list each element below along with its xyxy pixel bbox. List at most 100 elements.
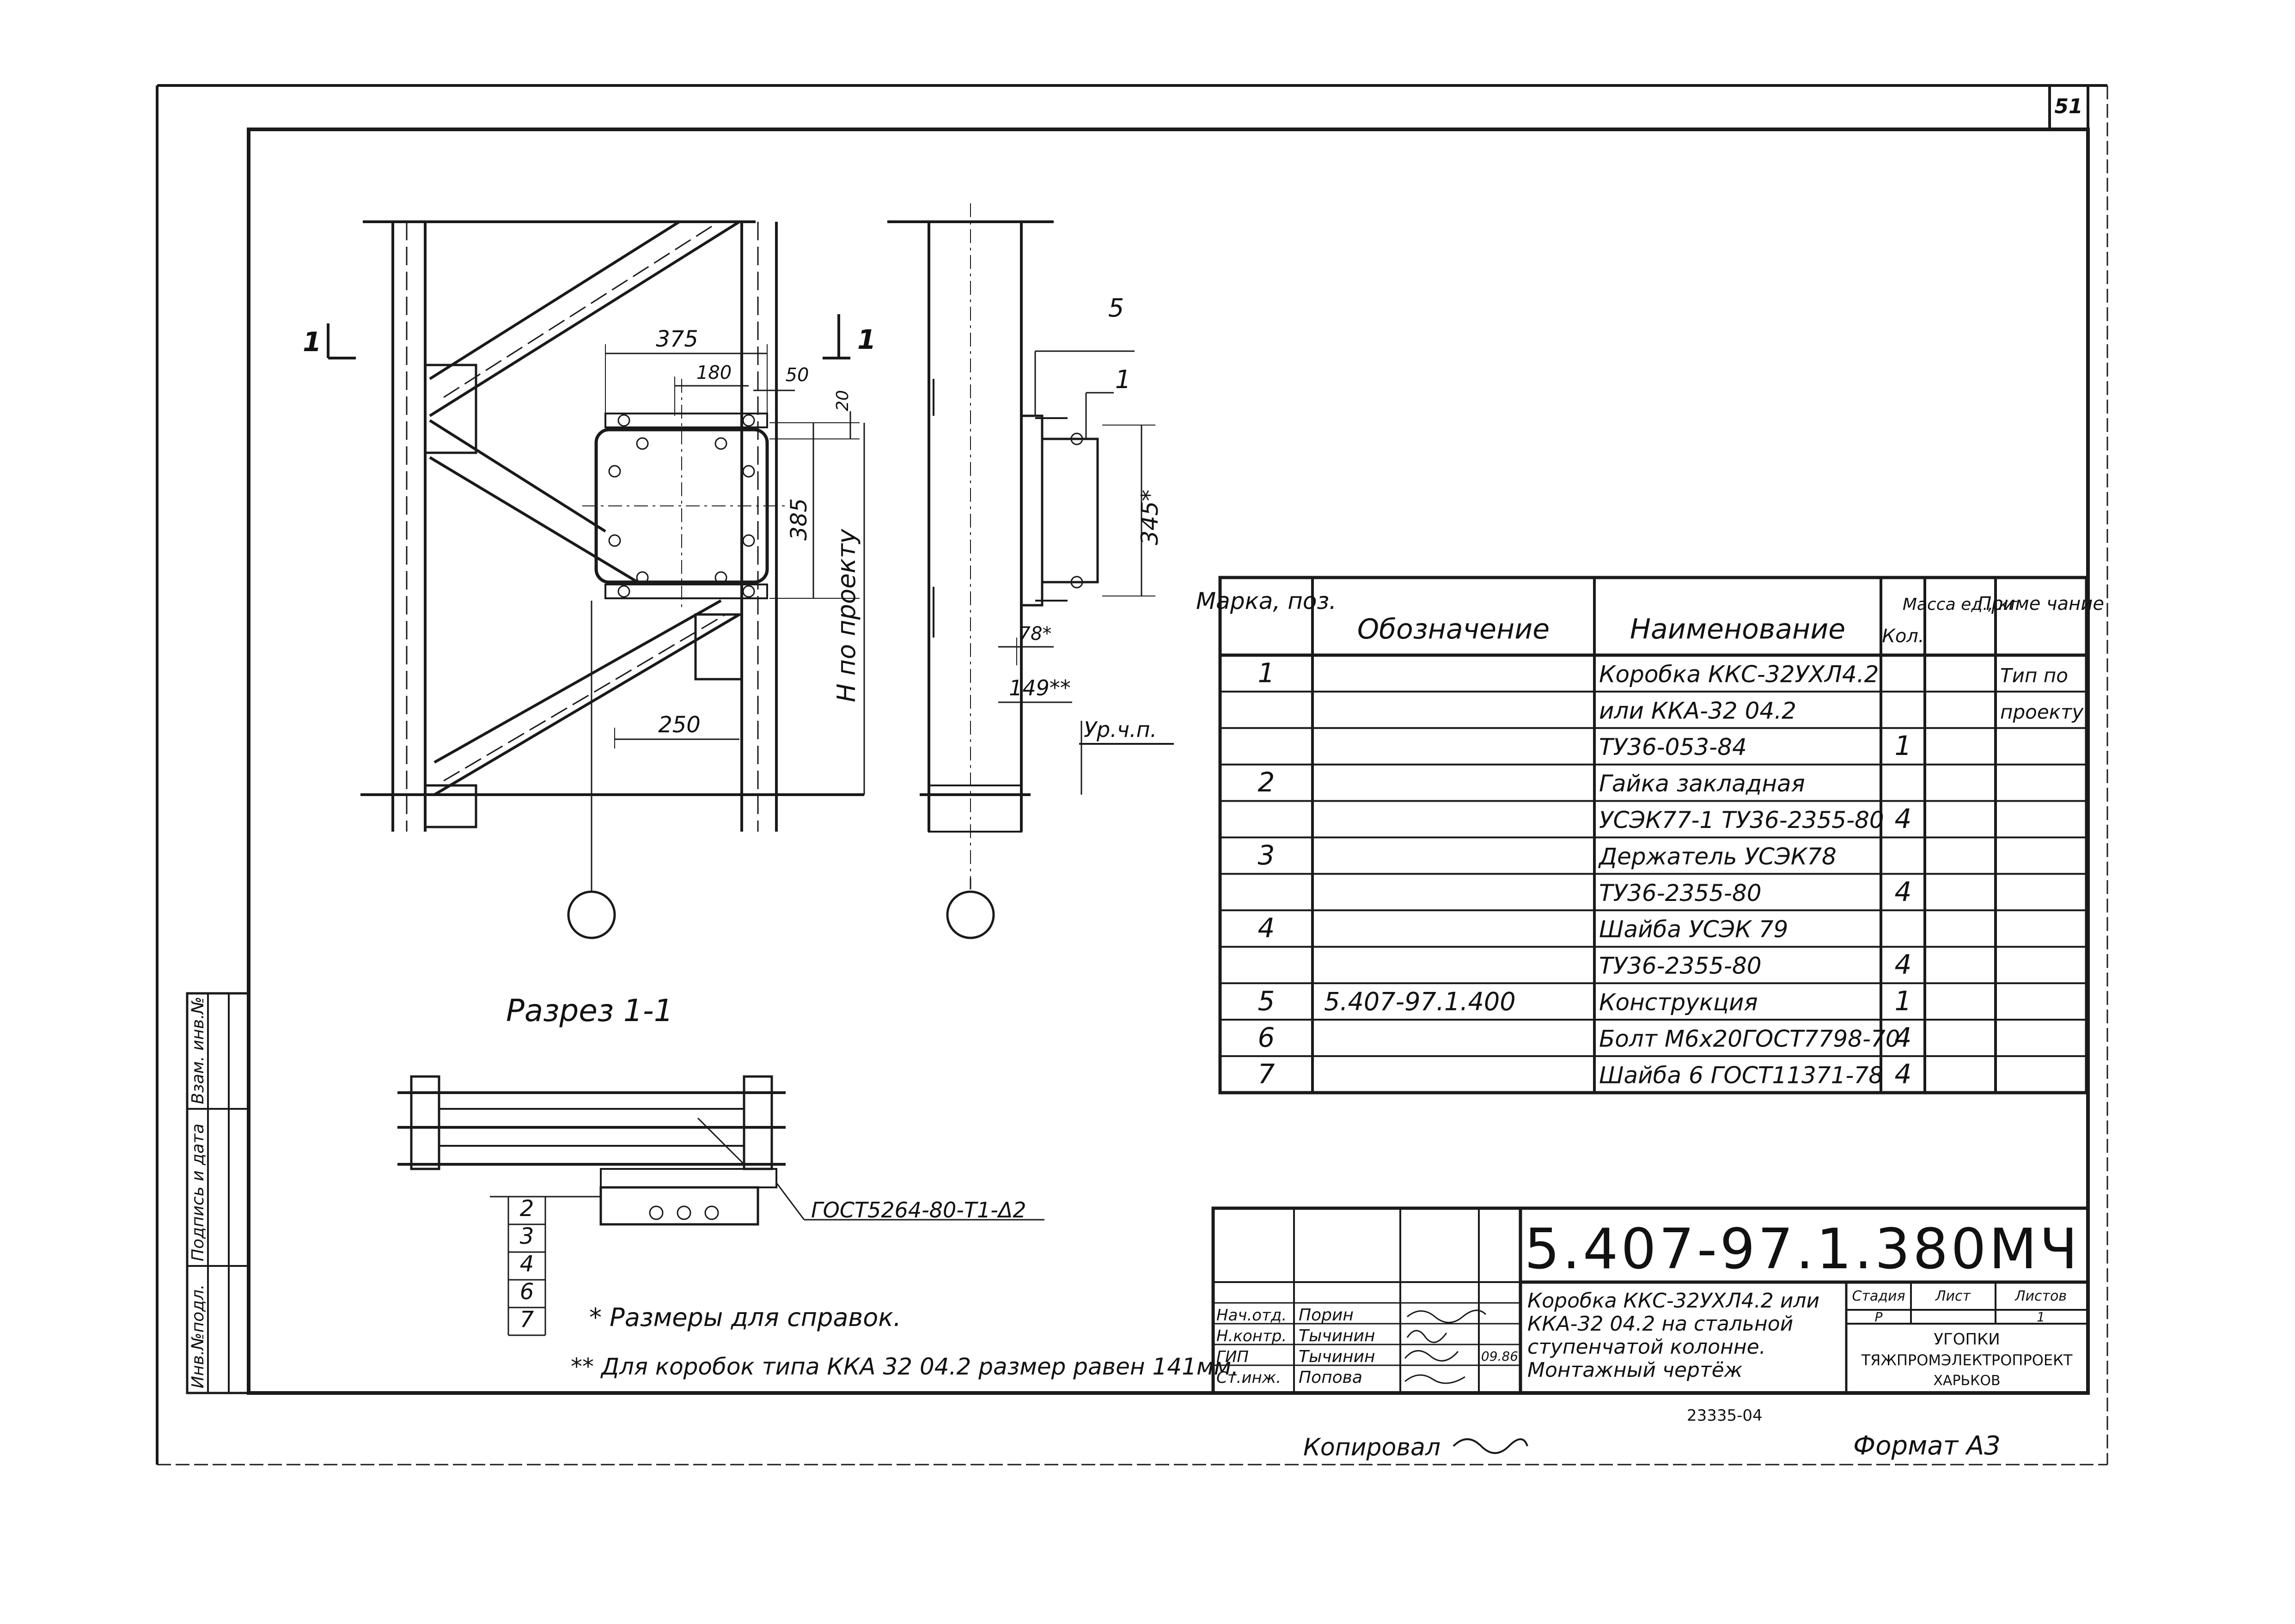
drawing-code: 5.407-97.1.380МЧ	[1524, 1217, 2080, 1282]
table-cell-name: ТУ36-2355-80	[1599, 953, 1762, 979]
stack-item: 2	[520, 1196, 534, 1222]
table-cell-note: Тип по	[2000, 664, 2068, 687]
dim-375: 375	[656, 326, 698, 352]
header-mass: Масса ед., кг	[1903, 595, 2018, 614]
note-kka-size: ** Для коробок типа ККА 32 04.2 размер р…	[571, 1353, 1239, 1380]
header-note: Приме чание	[1978, 593, 2104, 614]
header-name: Наименование	[1630, 613, 1845, 645]
role-name: Попова	[1299, 1368, 1362, 1387]
section-view	[397, 1075, 1044, 1336]
table-cell-name: Гайка закладная	[1599, 770, 1805, 797]
title-line-4: Монтажный чертёж	[1527, 1358, 1743, 1382]
table-cell-qty: 4	[1895, 803, 1912, 834]
role-label: Н.контр.	[1216, 1327, 1287, 1345]
stamp-inv-label: Инв.№подл.	[189, 1284, 208, 1388]
front-dimensions	[327, 314, 865, 795]
stamp-replace-label: Взам. инв.№	[189, 997, 208, 1104]
table-cell-name: УСЭК77-1 ТУ36-2355-80	[1599, 807, 1884, 833]
paper-format: Формат А3	[1853, 1431, 2001, 1461]
table-cell-name: ТУ36-2355-80	[1599, 880, 1762, 906]
dim-180: 180	[696, 362, 732, 383]
stack-item: 7	[520, 1307, 534, 1332]
stamp-sign-label: Подпись и дата	[189, 1124, 208, 1261]
table-cell-note: проекту	[2000, 700, 2084, 723]
weld-note: ГОСТ5264-80-Т1-Δ2	[811, 1198, 1026, 1223]
dim-250: 250	[658, 712, 701, 738]
sheets-value: 1	[2037, 1309, 2045, 1325]
title-line-1: Коробка ККС-32УХЛ4.2 или	[1527, 1289, 1819, 1313]
inv-number: 23335-04	[1687, 1406, 1763, 1425]
sheet-label: Лист	[1935, 1288, 1972, 1304]
table-cell-mark: 1	[1258, 657, 1275, 688]
sheet-number: 51	[2054, 95, 2082, 118]
outer-frame	[156, 84, 2108, 1466]
role-label: ГИП	[1216, 1348, 1249, 1366]
title-line-3: ступенчатой колонне.	[1527, 1335, 1766, 1359]
section-marker-left: 1	[303, 326, 321, 358]
role-label: Ст.инж.	[1216, 1369, 1281, 1387]
org-line-1: УГОПКИ	[1934, 1330, 2000, 1349]
dim-345: 345*	[1136, 490, 1163, 545]
table-cell-mark: 2	[1258, 766, 1275, 798]
table-cell-mark: 7	[1258, 1058, 1275, 1089]
note-reference-dims: * Размеры для справок.	[589, 1303, 901, 1332]
table-cell-mark: 5	[1258, 985, 1275, 1016]
table-cell-qty: 4	[1895, 949, 1912, 980]
stack-item: 6	[520, 1279, 534, 1305]
table-cell-qty: 4	[1895, 1058, 1912, 1089]
side-view	[887, 203, 1174, 939]
stage-label: Стадия	[1852, 1288, 1905, 1304]
table-cell-qty: 4	[1895, 1022, 1912, 1053]
role-name: Тычинин	[1299, 1326, 1375, 1345]
table-cell-qty: 1	[1895, 985, 1912, 1016]
table-cell-name: Шайба УСЭК 79	[1599, 916, 1788, 943]
role-name: Тычинин	[1299, 1347, 1375, 1366]
dim-385: 385	[786, 498, 812, 541]
title-block-grid	[1211, 1206, 2090, 1395]
table-cell-name: Коробка ККС-32УХЛ4.2	[1599, 661, 1879, 687]
header-mark: Марка, поз.	[1196, 588, 1337, 614]
front-view	[360, 220, 864, 939]
spec-table-grid	[1218, 576, 2088, 1095]
table-cell-name: Конструкция	[1599, 989, 1758, 1016]
sheets-label: Листов	[2014, 1288, 2067, 1304]
floor-level: Ур.ч.п.	[1084, 717, 1157, 742]
dim-20: 20	[833, 390, 852, 411]
table-cell-mark: 3	[1258, 839, 1275, 871]
table-cell-name: ТУ36-053-84	[1599, 734, 1747, 760]
role-label: Нач.отд.	[1216, 1306, 1287, 1325]
dim-50: 50	[786, 365, 809, 386]
side-stamp	[186, 992, 250, 1394]
org-line-2: ТЯЖПРОМЭЛЕКТРОПРОЕКТ	[1861, 1351, 2073, 1369]
table-cell-name: Болт М6х20ГОСТ7798-70	[1599, 1025, 1900, 1052]
copier-signature	[1453, 1438, 1528, 1454]
org-line-3: ХАРЬКОВ	[1933, 1373, 2000, 1389]
header-designation: Обозначение	[1357, 613, 1550, 645]
section-title: Разрез 1-1	[506, 993, 673, 1028]
callout-5: 5	[1108, 293, 1124, 322]
table-cell-designation: 5.407-97.1.400	[1324, 987, 1516, 1016]
h-label: H по проекту	[832, 529, 861, 702]
table-cell-qty: 1	[1895, 730, 1912, 761]
table-cell-qty: 4	[1895, 876, 1912, 907]
table-cell-name: Держатель УСЭК78	[1598, 843, 1837, 870]
table-cell-mark: 6	[1258, 1022, 1275, 1053]
table-cell-name: или ККА-32 04.2	[1599, 697, 1796, 724]
table-cell-name: Шайба 6 ГОСТ11371-78	[1599, 1062, 1883, 1089]
signatures	[1404, 1309, 1487, 1384]
stack-item: 3	[520, 1223, 534, 1249]
title-line-2: ККА-32 04.2 на стальной	[1527, 1312, 1793, 1336]
stack-item: 4	[520, 1251, 534, 1277]
dim-78: 78*	[1019, 623, 1052, 645]
header-qty: Кол.	[1882, 626, 1924, 647]
spec-table-rows: 1 Коробка ККС-32УХЛ4.2 Тип по или ККА-32 04…	[1220, 657, 2087, 1089]
stage-value: Р	[1875, 1309, 1883, 1325]
section-marker-right: 1	[857, 324, 876, 355]
role-name: Порин	[1299, 1306, 1354, 1325]
callout-1: 1	[1115, 365, 1131, 394]
copied-by: Копировал	[1303, 1434, 1440, 1461]
sign-date: 09.86	[1481, 1349, 1518, 1364]
table-cell-mark: 4	[1258, 912, 1275, 944]
